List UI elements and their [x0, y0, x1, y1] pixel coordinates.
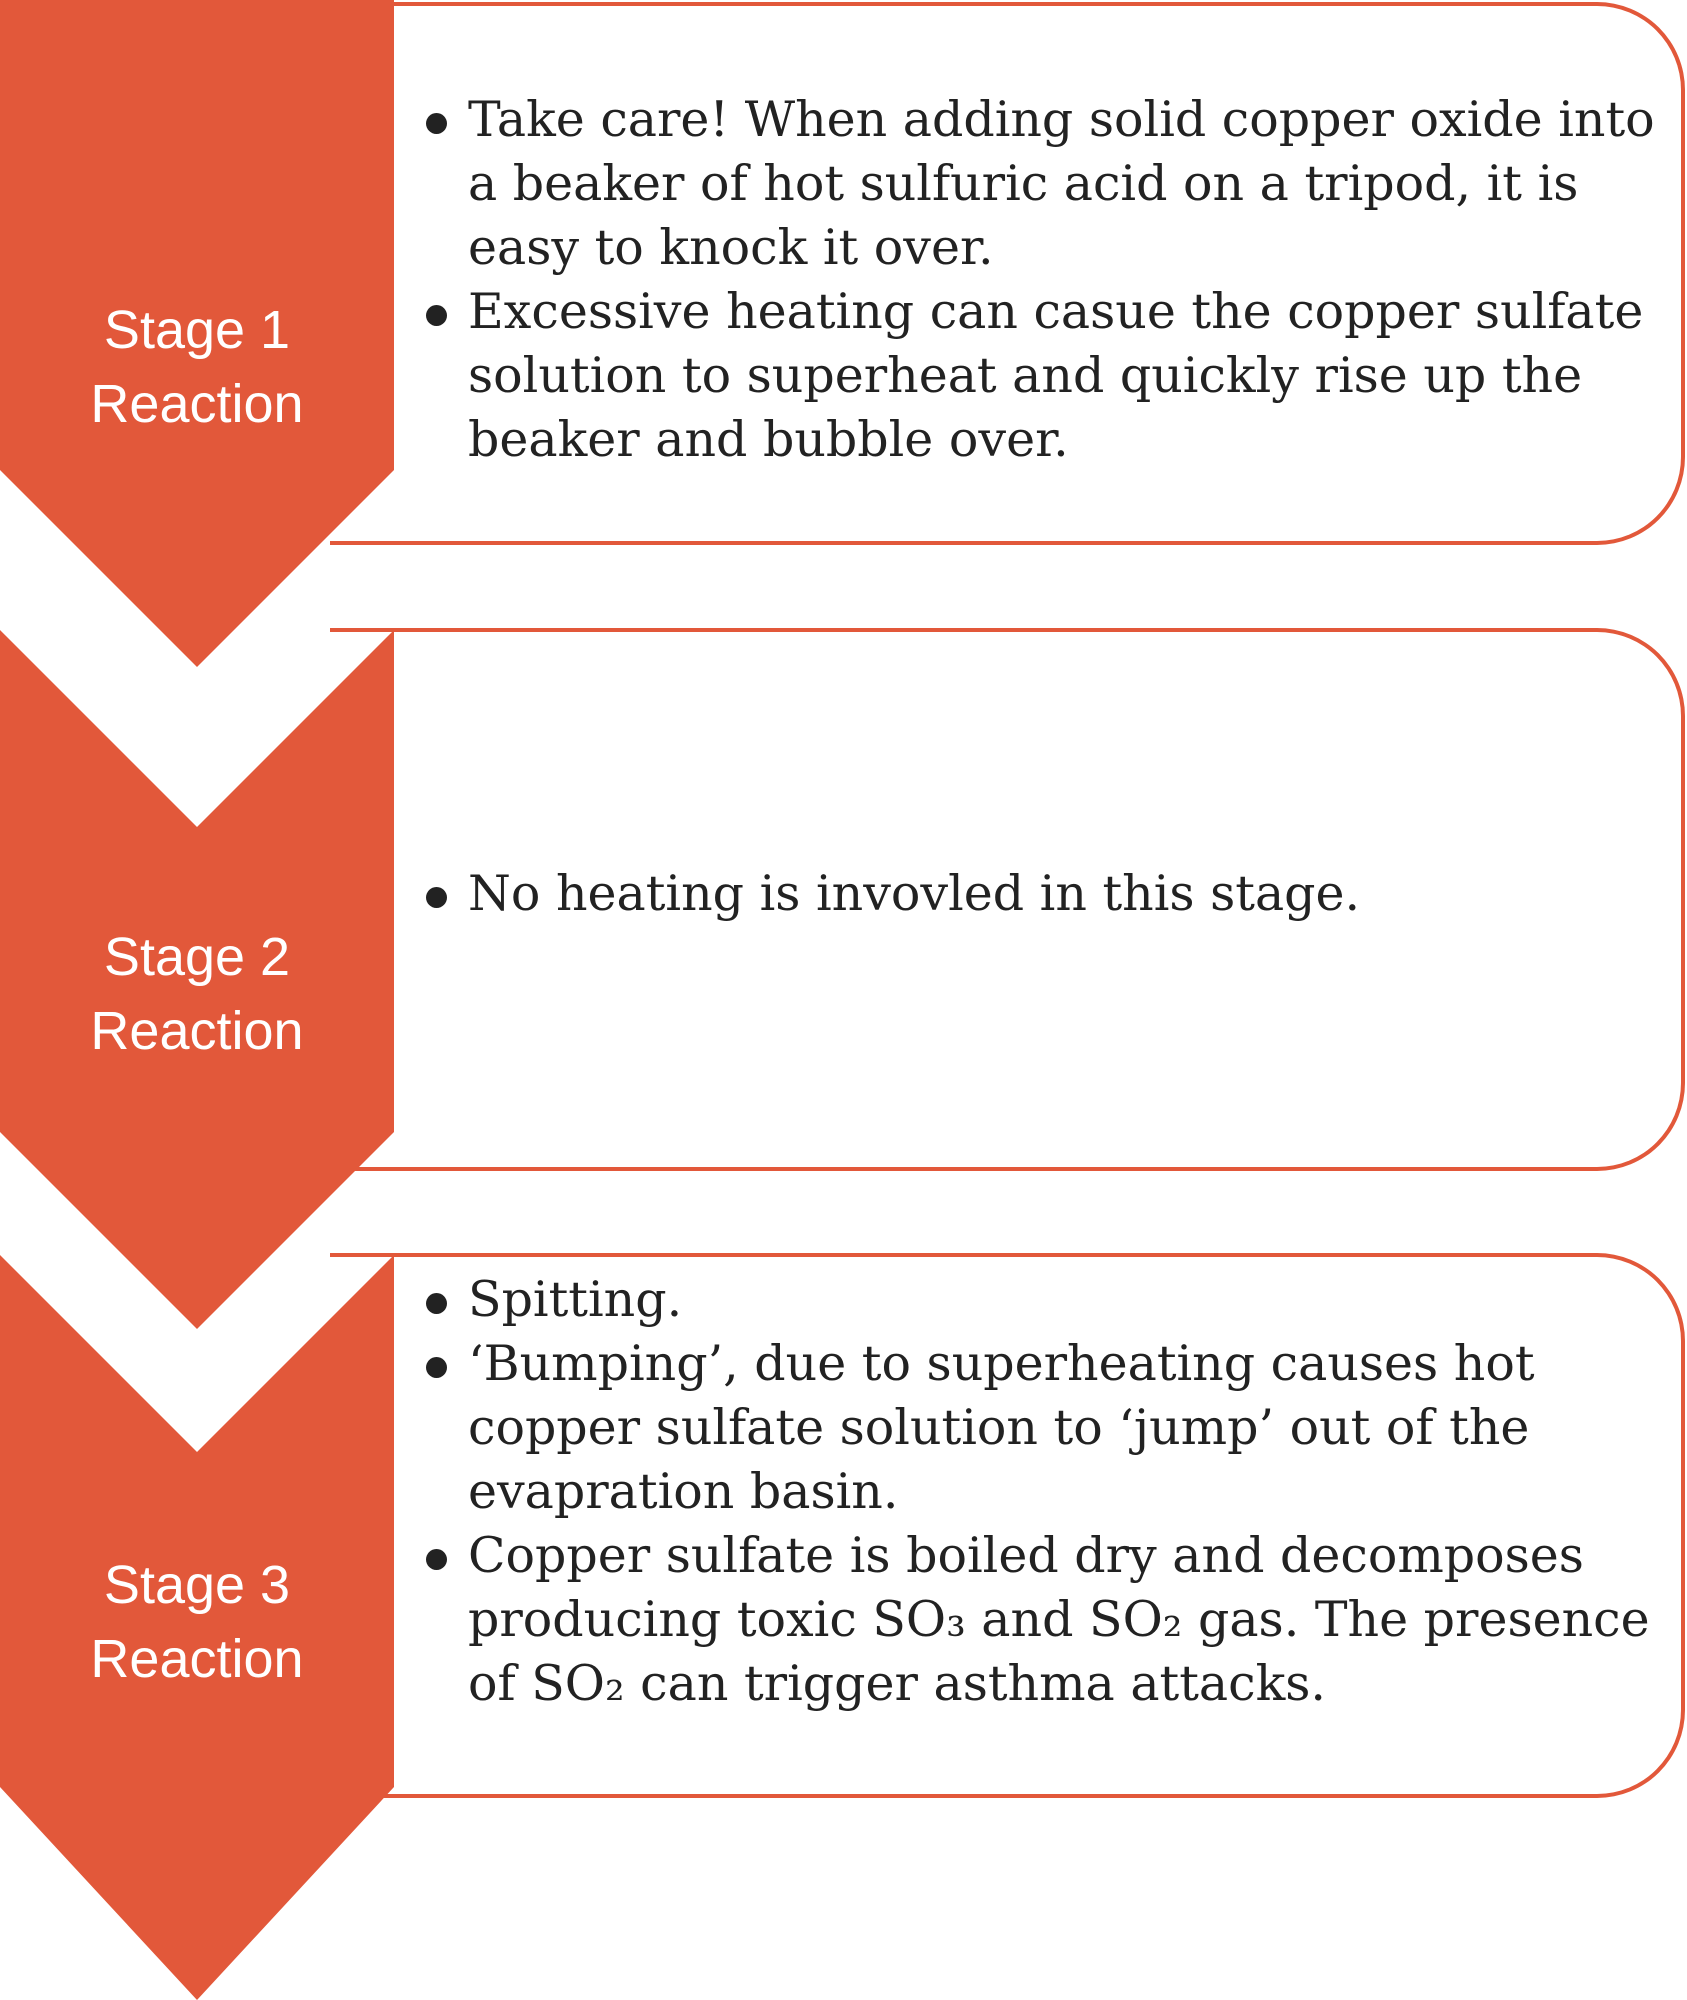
- stage-2-bullets: No heating is invovled in this stage.: [422, 862, 1677, 926]
- stage-3-label: Stage 3 Reaction: [0, 1548, 394, 1696]
- list-item: Copper sulfate is boiled dry and decompo…: [422, 1524, 1677, 1716]
- stage-1-chevron: [0, 0, 394, 667]
- stage-1-label-line2: Reaction: [90, 374, 304, 434]
- stage-1-panel: [330, 2, 1685, 545]
- list-item: Take care! When adding solid copper oxid…: [422, 88, 1677, 280]
- stage-3-label-line1: Stage 3: [103, 1555, 291, 1615]
- list-item: Excessive heating can casue the copper s…: [422, 280, 1677, 472]
- stage-1-label-line1: Stage 1: [103, 300, 291, 360]
- stage-3-chevron: [0, 1255, 394, 2000]
- list-item: No heating is invovled in this stage.: [422, 862, 1677, 926]
- stage-2-label: Stage 2 Reaction: [0, 920, 394, 1068]
- stage-2-label-line1: Stage 2: [103, 927, 291, 987]
- stage-3-label-line2: Reaction: [90, 1629, 304, 1689]
- stage-3-bullets: Spitting. ‘Bumping’, due to superheating…: [422, 1268, 1677, 1716]
- stage-1-bullets: Take care! When adding solid copper oxid…: [422, 88, 1677, 472]
- list-item: Spitting.: [422, 1268, 1677, 1332]
- stage-1-label: Stage 1 Reaction: [0, 293, 394, 441]
- stage-2-panel: [330, 628, 1685, 1171]
- stage-3-panel: [330, 1253, 1685, 1798]
- stage-2-label-line2: Reaction: [90, 1001, 304, 1061]
- stage-2-chevron: [0, 630, 394, 1329]
- list-item: ‘Bumping’, due to superheating causes ho…: [422, 1332, 1677, 1524]
